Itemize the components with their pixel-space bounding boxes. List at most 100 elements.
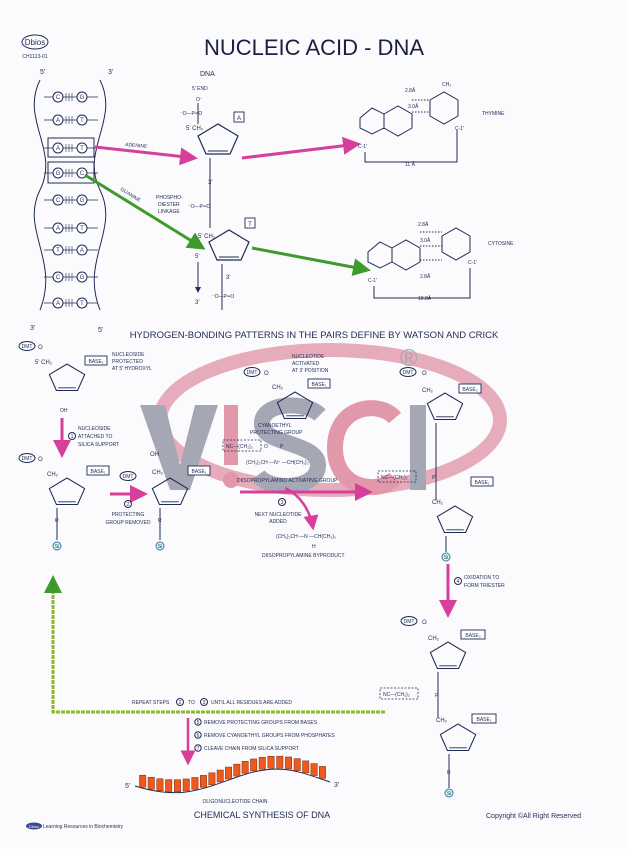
page-title: NUCLEIC ACID - DNA xyxy=(204,35,424,60)
nucleotide-block xyxy=(302,760,310,774)
highlight-at-pair xyxy=(47,137,95,158)
hydrogen-bonds xyxy=(65,116,73,124)
si-s6: Si xyxy=(444,555,448,561)
base-circle xyxy=(52,91,64,103)
dmt-2: DMT xyxy=(22,456,33,462)
nc-group-2: NC—(CH₂)₂ xyxy=(381,475,408,481)
nc-group-1: NC—(CH₂)₂ xyxy=(226,444,253,450)
base1-s6: BASE₁ xyxy=(474,480,489,486)
amine-plus: (CH₃)₂CH —N⁺ —CH(CH₃)₂ xyxy=(246,460,309,466)
p-1: P xyxy=(280,444,284,450)
chain-backbone xyxy=(134,768,331,794)
step4-2: FORM TRIESTER xyxy=(464,583,505,589)
nucleotide-block xyxy=(174,779,181,792)
linkage-1: PHOSPHO- xyxy=(156,195,183,201)
nucleotide-block xyxy=(241,761,249,774)
base2-s7: BASE₂ xyxy=(465,633,480,639)
cyanoethyl-2: PROTECTING GROUP xyxy=(250,430,303,436)
gc-c1-right: C-1' xyxy=(468,260,477,266)
brand-logo: Dbios xyxy=(29,824,39,829)
base-circle xyxy=(52,222,64,234)
repeat-to: 3 xyxy=(203,700,206,706)
p-3: P xyxy=(435,693,439,699)
o-4: O xyxy=(422,371,427,377)
step7-number: 7 xyxy=(197,746,200,752)
base-circle xyxy=(52,244,64,256)
synthesis-title: CHEMICAL SYNTHESIS OF DNA xyxy=(194,810,330,820)
gc-c1-left: C-1' xyxy=(368,278,377,284)
chain-5-prime: 5' xyxy=(125,783,130,790)
step4-number: 4 xyxy=(457,579,460,585)
watermark-excl-dot xyxy=(223,472,239,488)
chain-label: OLIGONUCLEOTIDE CHAIN xyxy=(202,799,267,805)
sugar-s7 xyxy=(429,641,467,670)
nucleotide-block xyxy=(233,763,241,777)
brand-logo-icon xyxy=(26,822,42,830)
step1-number: 1 xyxy=(71,434,74,440)
sugar-s8 xyxy=(439,723,477,752)
adenine-arrow xyxy=(94,145,198,166)
repeat-from: 2 xyxy=(179,700,182,706)
base-letter: G xyxy=(56,171,61,177)
base-circle xyxy=(52,194,64,206)
base-circle xyxy=(52,271,64,283)
ch2-s4: CH₂ xyxy=(272,385,284,391)
base1-s4: BASE₁ xyxy=(311,382,326,388)
visci-watermark: ® xyxy=(140,343,507,497)
dmt-4: DMT xyxy=(403,370,414,376)
at-distance: 11 Å xyxy=(405,161,416,168)
gc-base-pair: 2.8Å 3.0Å 2.8Å C-1' C-1' CYTOSINE 10.8Å xyxy=(367,221,514,302)
base1-s1: BASE₁ xyxy=(88,359,103,365)
gc-bond-1: 2.8Å xyxy=(418,221,429,228)
thymine-label: THYMINE xyxy=(482,111,505,117)
ch2-1: 5' CH₂ xyxy=(186,126,204,132)
helix-5-top: 5' xyxy=(40,69,45,76)
nucleotide-block xyxy=(216,769,224,783)
sugar-s2 xyxy=(48,477,86,506)
gc-bond-3: 2.8Å xyxy=(420,273,431,280)
five-end-label: 5' END xyxy=(192,86,208,92)
base-circle xyxy=(76,91,88,103)
base-letter: T xyxy=(80,118,84,124)
nucleotide-block xyxy=(225,766,232,780)
nucleotide-block xyxy=(139,774,147,788)
hydrogen-bonds xyxy=(65,169,73,177)
protected-3: AT 5' HYDROXYL xyxy=(112,366,152,372)
activated-2: ACTIVATED xyxy=(292,361,320,367)
step2-number: 2 xyxy=(127,502,130,508)
helix-5-bottom: 5' xyxy=(98,327,103,334)
hydrogen-bonds xyxy=(65,144,73,152)
dbios-logo-icon xyxy=(21,34,49,50)
dmt-1: DMT xyxy=(22,344,33,350)
nucleotide-block xyxy=(250,758,258,772)
dna-label: DNA xyxy=(200,71,215,78)
repeat-2: TO xyxy=(188,700,195,706)
step1-3: SILICA SUPPORT xyxy=(78,442,119,448)
step4-1: OXIDATION TO xyxy=(464,575,499,581)
nucleotide-block xyxy=(293,758,301,771)
guanine-arrow xyxy=(84,173,206,250)
sugar-s5 xyxy=(426,392,464,421)
watermark-s xyxy=(251,397,327,495)
ch2-s2: CH₂ xyxy=(47,472,59,478)
nucleotide-block xyxy=(276,755,284,769)
cyanoethyl-1: CYANOETHYL xyxy=(258,423,292,429)
base1-s3: BASE₁ xyxy=(191,469,206,475)
o-5: O xyxy=(422,620,427,626)
nucleotide-block xyxy=(156,778,164,792)
base-letter: A xyxy=(56,301,60,307)
dmt-icon xyxy=(18,341,36,351)
nucleotide-block xyxy=(147,777,155,790)
nucleotide-block xyxy=(310,763,318,776)
repeat-1: REPEAT STEPS xyxy=(132,700,170,706)
base-circle xyxy=(76,222,88,234)
guanine-arrow-2 xyxy=(251,246,371,277)
watermark-i xyxy=(410,405,426,490)
hydrogen-bonds xyxy=(65,246,73,254)
